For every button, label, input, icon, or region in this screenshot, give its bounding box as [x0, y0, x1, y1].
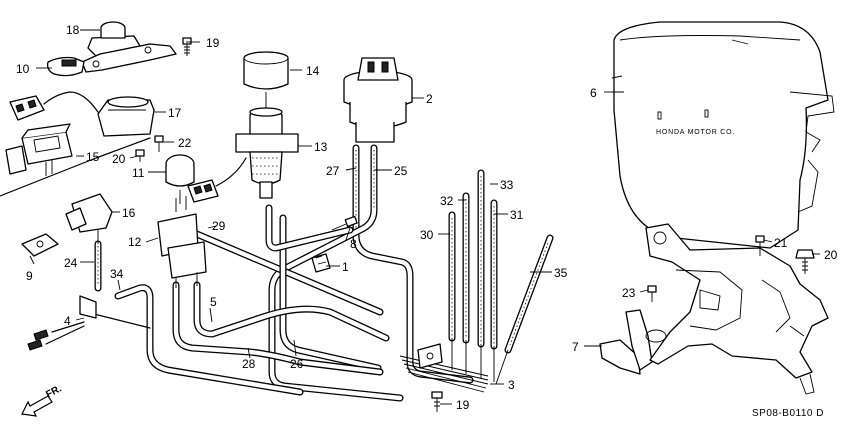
- part-12-solenoid: [157, 196, 207, 288]
- hose-group: [94, 144, 554, 402]
- callout-25: 24: [64, 256, 78, 270]
- callout-8: 8: [350, 237, 357, 251]
- part-4-harness: [27, 295, 151, 351]
- part-1-clip: [311, 253, 331, 273]
- bolt-20: [135, 149, 145, 162]
- callout-16: 16: [122, 206, 136, 220]
- callout-4: 4: [64, 314, 71, 328]
- callout-12: 12: [128, 235, 142, 249]
- bolt-22: [755, 235, 765, 256]
- bolt-8: [331, 215, 358, 231]
- callout-34: 33: [500, 178, 514, 192]
- callout-22: 21: [774, 236, 788, 250]
- part-10-bracket: [46, 43, 177, 77]
- callout-30: 29: [212, 219, 226, 233]
- callout-33: 32: [440, 194, 454, 208]
- callout-10: 10: [16, 62, 30, 76]
- bolt-21: [795, 249, 815, 274]
- callout-15: 15: [86, 150, 100, 164]
- callout-36: 35: [554, 266, 568, 280]
- part-2-valve: [343, 57, 413, 143]
- bolt-24: [647, 285, 657, 302]
- tube-bundle: [399, 338, 509, 393]
- part-7-bracket: [599, 223, 829, 395]
- bolt-23: [154, 135, 164, 152]
- part-13-valve: [235, 92, 299, 199]
- bolt-19-bottom: [431, 391, 443, 412]
- callout-23: 22: [178, 136, 192, 150]
- part-11-sensor: [165, 154, 195, 204]
- part-9-bracket: [21, 233, 59, 257]
- callout-26: 25: [394, 164, 408, 178]
- cover-stamp-text: HONDA MOTOR CO.: [656, 129, 735, 136]
- hose-36: [504, 234, 554, 354]
- callout-14: 14: [306, 64, 320, 78]
- part-14-cap: [243, 51, 289, 90]
- part-15-switch: [5, 123, 73, 176]
- hose-13-drop: [265, 204, 354, 252]
- callout-19-top: 19: [206, 36, 220, 50]
- leader-lines: [29, 29, 820, 405]
- direction-label: FR.: [44, 383, 64, 400]
- hose-35: [114, 284, 304, 396]
- callout-7: 7: [572, 340, 579, 354]
- callout-13: 13: [314, 140, 328, 154]
- callout-3: 3: [508, 378, 515, 392]
- callout-35: 34: [110, 267, 124, 281]
- callout-6: 6: [590, 86, 597, 100]
- fr-arrow: FR.: [21, 383, 64, 417]
- hose-5: [193, 281, 390, 342]
- callout-9: 9: [26, 269, 33, 283]
- callout-31: 30: [420, 228, 434, 242]
- connector-17: [9, 91, 99, 121]
- callout-28: 27: [326, 164, 340, 178]
- callout-29: 28: [242, 357, 256, 371]
- part-3-connector: [417, 343, 443, 369]
- part-16-sensor: [65, 193, 113, 244]
- callout-labels: 18 19 10 14 2 6 17 22 20 11 13 15 16 27 …: [16, 23, 838, 412]
- callout-1: 1: [342, 260, 349, 274]
- callout-17: 17: [168, 106, 182, 120]
- hose-27: [279, 214, 382, 372]
- divider-line: [0, 137, 151, 197]
- callout-27: 26: [290, 357, 304, 371]
- diagram-code: SP08-B0110 D: [752, 408, 824, 419]
- hose-29: [172, 281, 384, 376]
- callout-18: 18: [66, 23, 80, 37]
- callout-20: 20: [112, 152, 126, 166]
- hose-28: [352, 144, 474, 384]
- connector-13: [187, 157, 247, 203]
- bolt-19-top: [182, 37, 192, 56]
- part-6-cover: HONDA MOTOR CO.: [611, 21, 835, 249]
- callout-5: 5: [210, 295, 217, 309]
- arrow-icon: [21, 395, 53, 417]
- callout-24: 23: [622, 286, 636, 300]
- callout-21: 20: [824, 248, 838, 262]
- callout-32: 31: [510, 208, 524, 222]
- callout-19-bottom: 19: [456, 398, 470, 412]
- part-17-sensor: [97, 96, 155, 137]
- callout-11: 11: [132, 166, 145, 180]
- hose-26: [268, 144, 404, 402]
- callout-2: 2: [426, 92, 433, 106]
